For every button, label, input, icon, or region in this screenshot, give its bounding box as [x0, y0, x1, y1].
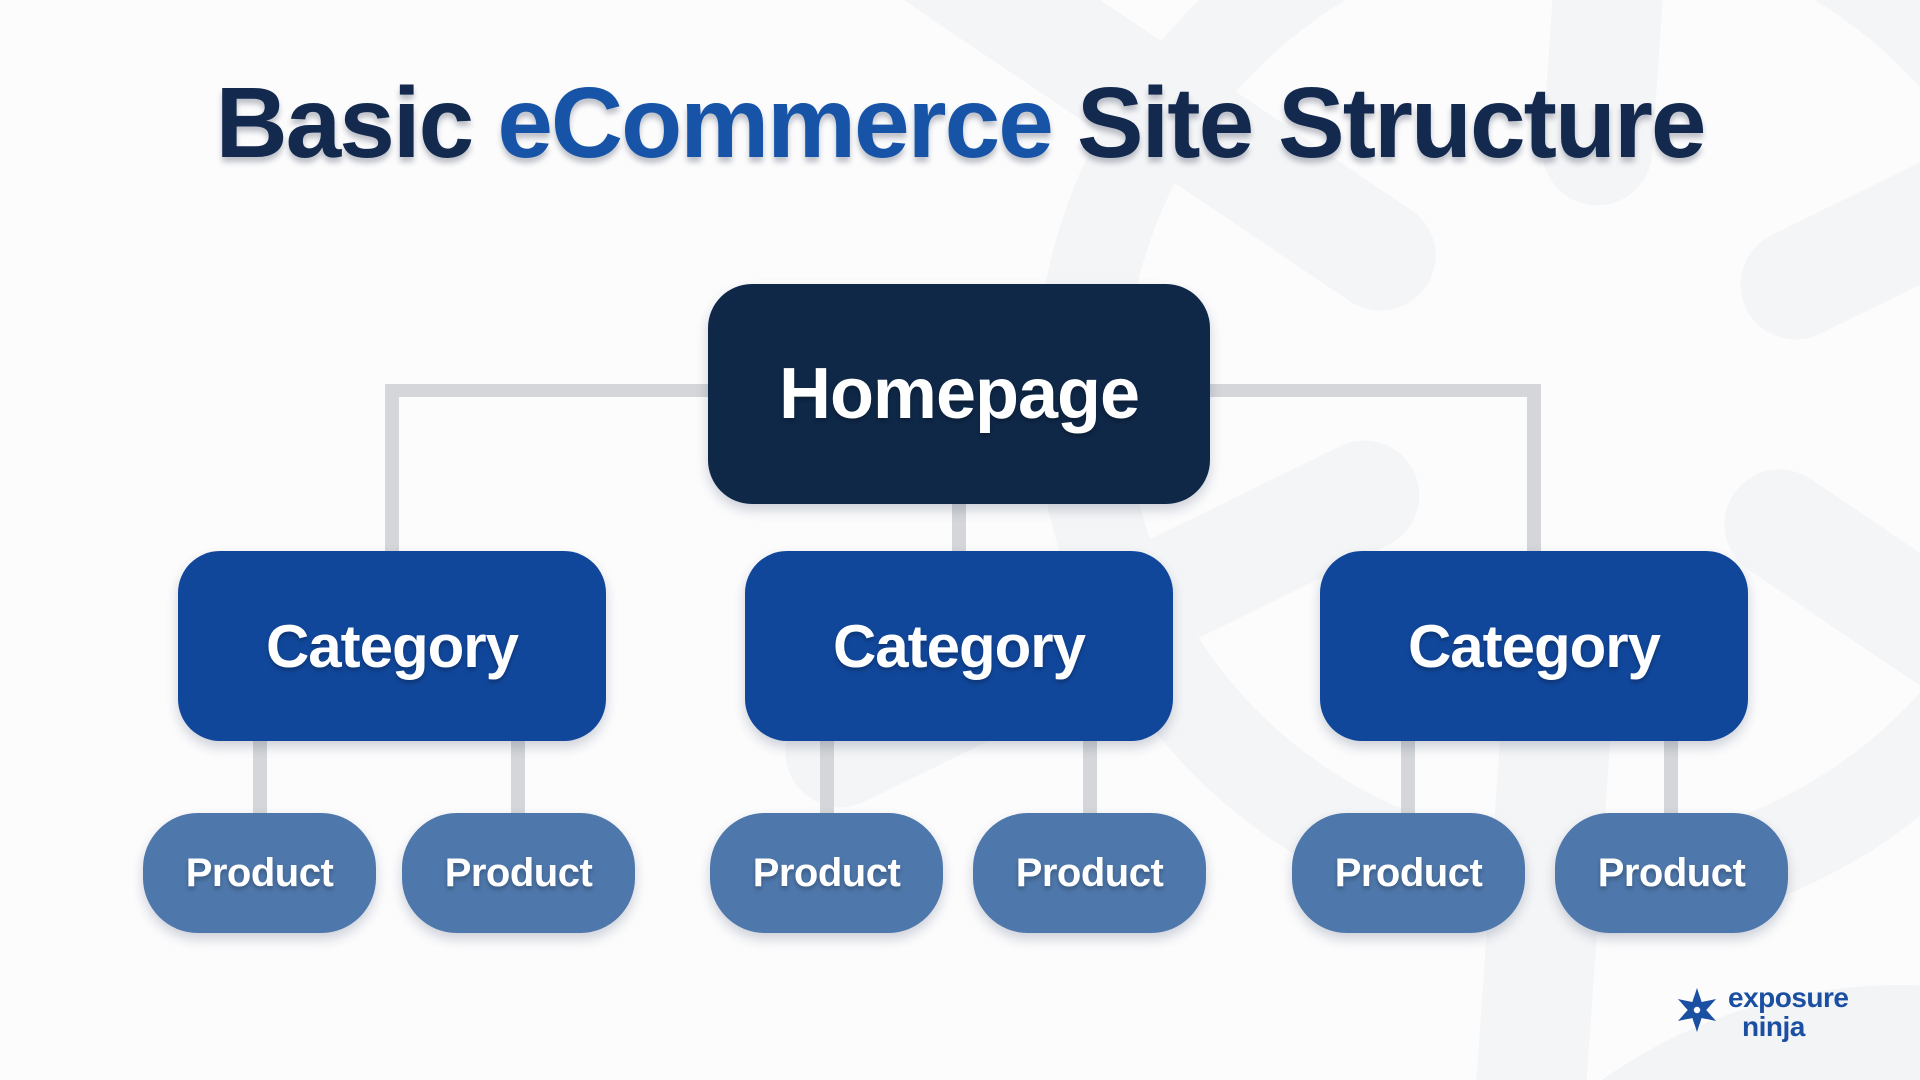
- product-label: Product: [1597, 850, 1746, 895]
- node-product-4: Product: [973, 813, 1206, 933]
- connector-vertical-middle: [952, 498, 966, 554]
- node-product-1: Product: [143, 813, 376, 933]
- product-label: Product: [1334, 850, 1483, 895]
- connector-product-1: [253, 738, 267, 816]
- brand-name-line1: exposure: [1728, 982, 1849, 1013]
- node-product-2: Product: [402, 813, 635, 933]
- product-label: Product: [1015, 850, 1164, 895]
- connector-product-6: [1664, 738, 1678, 816]
- product-label: Product: [752, 850, 901, 895]
- shuriken-icon: [1677, 987, 1717, 1033]
- connector-vertical-left: [385, 384, 399, 554]
- node-category-3: Category: [1320, 551, 1748, 741]
- node-category-1: Category: [178, 551, 606, 741]
- product-label: Product: [185, 850, 334, 895]
- title-word-rest: Site Structure: [1076, 67, 1707, 179]
- connector-product-2: [511, 738, 525, 816]
- brand-name-line2: ninja: [1742, 1011, 1805, 1042]
- product-label: Product: [444, 850, 593, 895]
- title-word-basic: Basic: [215, 67, 474, 179]
- connector-product-5: [1401, 738, 1415, 816]
- category-label: Category: [265, 612, 519, 680]
- connector-vertical-right: [1527, 384, 1541, 554]
- node-homepage: Homepage: [708, 284, 1210, 504]
- node-product-6: Product: [1555, 813, 1788, 933]
- title-word-ecommerce: eCommerce: [497, 67, 1054, 179]
- category-label: Category: [1407, 612, 1661, 680]
- brand-logo: exposure ninja: [1674, 984, 1849, 1041]
- connector-product-3: [820, 738, 834, 816]
- brand-logo-text: exposure ninja: [1728, 984, 1849, 1041]
- node-category-2: Category: [745, 551, 1173, 741]
- node-product-5: Product: [1292, 813, 1525, 933]
- category-label: Category: [832, 612, 1086, 680]
- node-product-3: Product: [710, 813, 943, 933]
- connector-product-4: [1083, 738, 1097, 816]
- homepage-label: Homepage: [778, 354, 1140, 434]
